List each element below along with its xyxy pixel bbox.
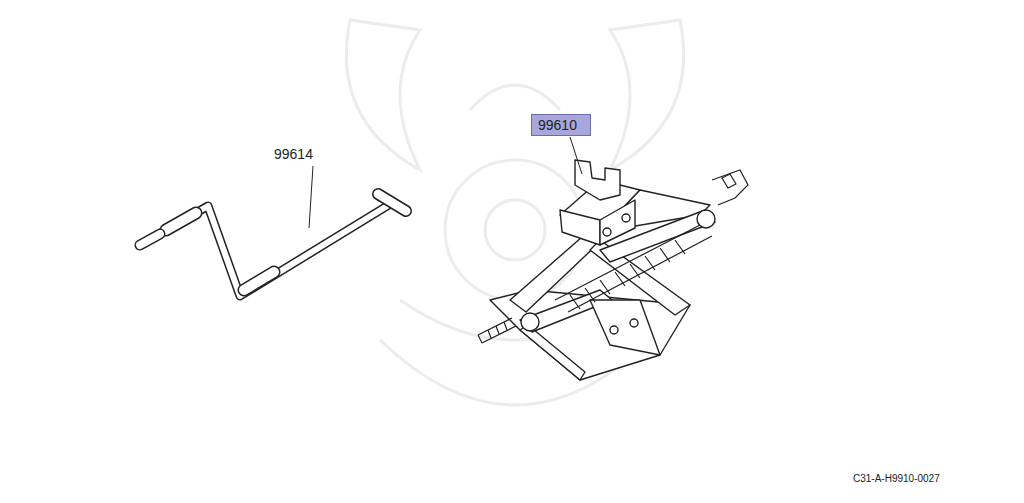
part-number: 99614 <box>274 146 313 162</box>
watermark <box>346 20 683 405</box>
jack-screw <box>478 170 748 343</box>
leader-line <box>570 137 582 174</box>
diagram-code: C31-A-H9910-0027 <box>853 473 940 484</box>
scissor-jack <box>490 160 715 380</box>
part-number: 99610 <box>538 117 584 133</box>
part-number-highlight: 99610 <box>531 114 591 136</box>
leader-line <box>309 166 313 228</box>
jack-handle <box>140 194 406 296</box>
